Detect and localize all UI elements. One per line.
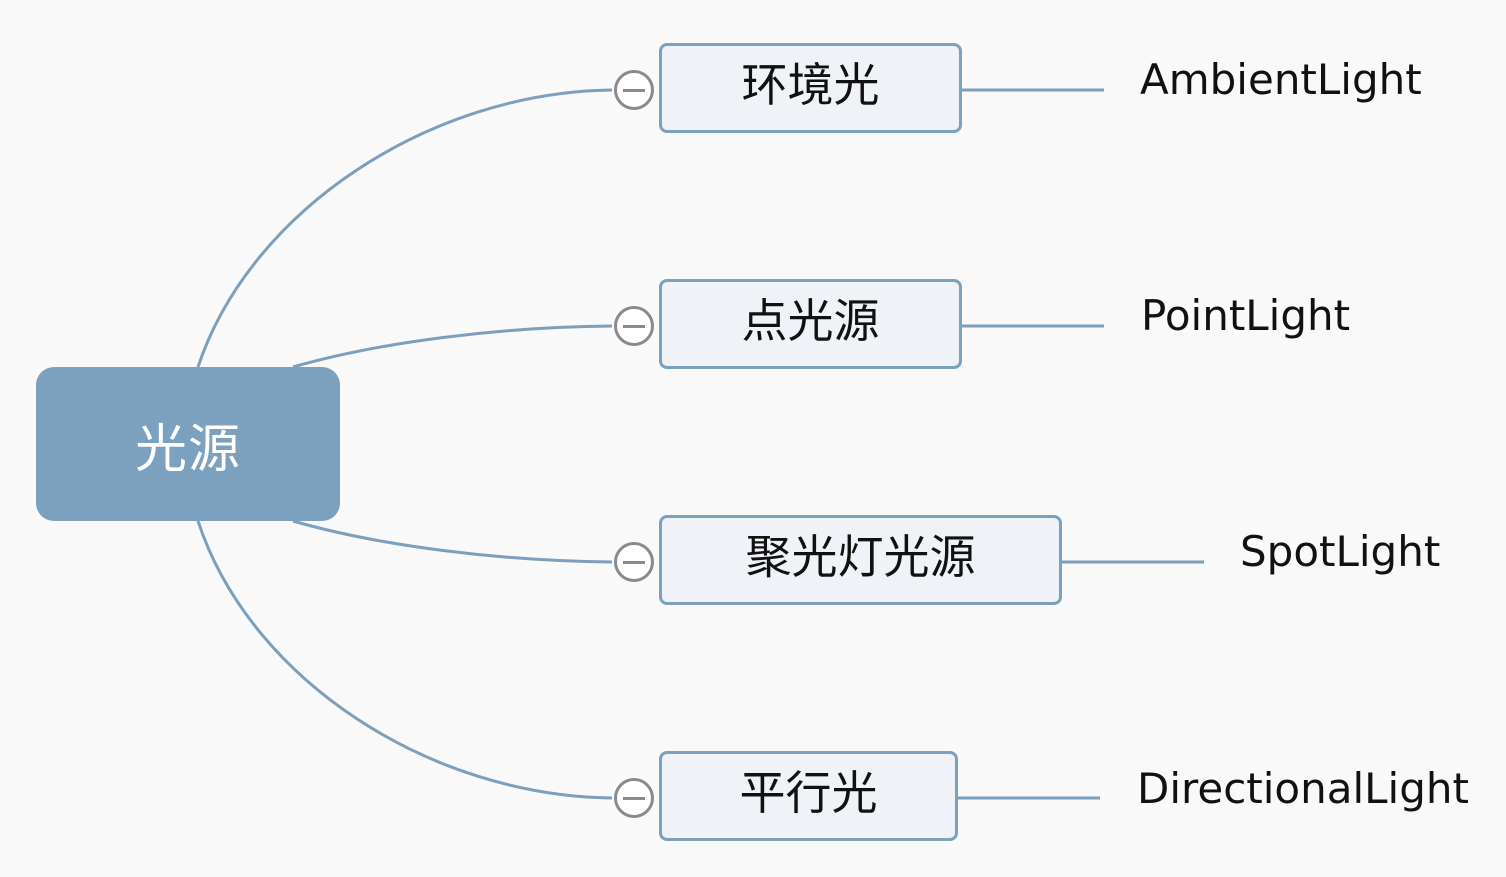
branch-node-point[interactable]: 点光源 [659,279,962,369]
minus-bar [623,324,645,328]
collapse-minus-icon[interactable] [614,542,654,582]
connector-root-to-branch-4 [196,520,613,800]
minus-bar [623,88,645,92]
branch-label-directional: 平行光 [739,766,878,820]
connector-root-to-branch-3 [292,519,613,564]
branch-node-directional[interactable]: 平行光 [659,751,958,841]
branch-label-spot: 聚光灯光源 [745,530,976,584]
branch-node-ambient[interactable]: 环境光 [659,43,962,133]
branch-label-point: 点光源 [741,294,880,348]
leaf-label-ambient[interactable]: AmbientLight [1140,55,1422,104]
branch-node-spot[interactable]: 聚光灯光源 [659,515,1062,605]
collapse-minus-icon[interactable] [614,70,654,110]
root-topic-node[interactable]: 光源 [36,367,340,521]
connector-root-to-branch-2 [292,324,613,369]
leaf-label-point[interactable]: PointLight [1141,291,1351,340]
leaf-label-spot[interactable]: SpotLight [1240,527,1441,576]
collapse-minus-icon[interactable] [614,778,654,818]
leaf-label-directional[interactable]: DirectionalLight [1137,764,1469,813]
connector-root-to-branch-1 [196,88,613,368]
branch-label-ambient: 环境光 [741,58,880,112]
minus-bar [623,796,645,800]
minus-bar [623,560,645,564]
collapse-minus-icon[interactable] [614,306,654,346]
root-topic-label: 光源 [134,419,241,480]
